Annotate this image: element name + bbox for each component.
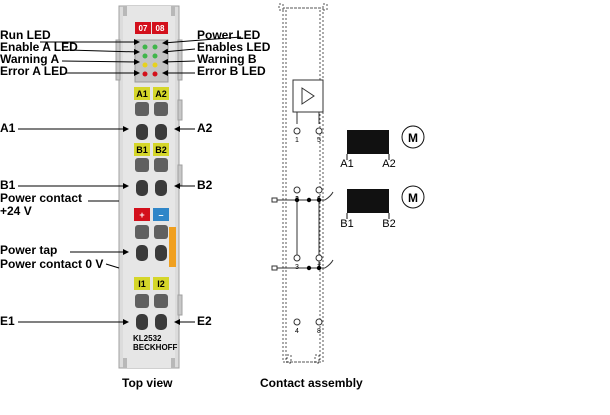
spring-release-tab	[135, 294, 149, 308]
contact-pin-number: 7	[317, 264, 321, 271]
contact-pin	[315, 127, 323, 135]
output-driver-symbol	[292, 79, 324, 113]
slot-i1-text: I1	[138, 279, 146, 289]
enables-led-label: Enables LED	[197, 40, 271, 54]
contact-pin	[293, 254, 301, 262]
coil-a	[347, 130, 389, 154]
contact-pin	[315, 318, 323, 326]
error-a-led-label: Error A LED	[0, 64, 68, 78]
contact-pin-number: 3	[295, 264, 299, 271]
slot-b1-tag	[134, 143, 150, 156]
coil-a1-label: A1	[340, 158, 353, 170]
a1-label: A1	[0, 121, 16, 135]
clamp-opening	[155, 180, 167, 196]
slot-plus-text: +	[139, 210, 144, 220]
motor-a-icon	[401, 125, 425, 149]
slot-a2-text: A2	[155, 89, 167, 99]
slot-b2-text: B2	[155, 145, 167, 155]
spring-release-tab	[135, 225, 149, 239]
led-tag-08	[152, 22, 168, 34]
clamp-opening	[155, 314, 167, 330]
contact-pin	[315, 186, 323, 194]
power-led-label: Power LED	[197, 28, 261, 42]
enable-a-led-label: Enable A LED	[0, 40, 78, 54]
contact-pin	[293, 318, 301, 326]
slot-minus-tag	[153, 208, 169, 221]
contact-pin-number: 6	[317, 196, 321, 203]
warning-b-label: Warning B	[197, 52, 257, 66]
contact-pin-number: 4	[295, 328, 299, 335]
leader-lines	[18, 36, 242, 325]
coil-a2-label: A2	[382, 158, 395, 170]
slot-i1-tag	[134, 277, 150, 290]
led-tag-07	[135, 22, 151, 34]
motor-b-label: M	[408, 191, 418, 205]
brand-label: BECKHOFF	[133, 343, 178, 352]
power-contact-label: Power contact	[0, 191, 83, 205]
slot-i2-tag	[153, 277, 169, 290]
top-view-caption: Top view	[122, 376, 173, 390]
contact-pin-number: 2	[295, 196, 299, 203]
error-b-led-label: Error B LED	[197, 64, 266, 78]
contact-pin-number: 8	[317, 328, 321, 335]
motor-a-label: M	[408, 131, 418, 145]
clamp-opening	[136, 180, 148, 196]
slot-i2-text: I2	[157, 279, 165, 289]
warning-a-label: Warning A	[0, 52, 60, 66]
spring-release-tab	[154, 225, 168, 239]
internal-wiring	[271, 112, 334, 271]
model-label: KL2532	[133, 334, 162, 343]
clamp-opening	[136, 314, 148, 330]
a2-label: A2	[197, 121, 213, 135]
run-led-label: Run LED	[0, 28, 51, 42]
clamp-opening	[136, 124, 148, 140]
slot-b2-tag	[153, 143, 169, 156]
spring-contacts	[135, 102, 168, 330]
b2-label: B2	[197, 178, 213, 192]
coil-b1-label: B1	[340, 218, 353, 230]
slot-b1-text: B1	[136, 145, 148, 155]
contact-assembly-outline	[278, 3, 328, 364]
spring-release-tab	[154, 158, 168, 172]
contact-pin	[293, 127, 301, 135]
contact-pin-number: 1	[295, 137, 299, 144]
spring-release-tab	[135, 158, 149, 172]
motor-b-icon	[401, 185, 425, 209]
side-orange-tab	[169, 227, 176, 267]
slot-a1-text: A1	[136, 89, 148, 99]
contact-assembly-caption: Contact assembly	[260, 376, 363, 390]
contact-pin	[293, 186, 301, 194]
contact-pin	[315, 254, 323, 262]
led-tag-08-text: 08	[156, 24, 165, 33]
power-contact-0v-label: Power contact 0 V	[0, 257, 104, 271]
plus-24v-label: +24 V	[0, 204, 32, 218]
slot-minus-text: –	[158, 210, 163, 220]
clamp-opening	[155, 245, 167, 261]
coil-b2-label: B2	[382, 218, 395, 230]
spring-release-tab	[135, 102, 149, 116]
e2-label: E2	[197, 314, 212, 328]
power-tap-label: Power tap	[0, 243, 58, 257]
slot-a1-tag	[134, 87, 150, 100]
spring-release-tab	[154, 102, 168, 116]
led-window	[134, 39, 169, 83]
coil-b	[347, 189, 389, 213]
e1-label: E1	[0, 314, 15, 328]
b1-label: B1	[0, 178, 16, 192]
wiring-junctions	[294, 197, 322, 271]
slot-a2-tag	[153, 87, 169, 100]
spring-release-tab	[154, 294, 168, 308]
contact-pin-number: 5	[317, 137, 321, 144]
contact-pins: 1 5 2 6 3 7 4 8	[293, 127, 323, 335]
slot-plus-tag	[134, 208, 150, 221]
clamp-opening	[155, 124, 167, 140]
clamp-opening	[136, 245, 148, 261]
led-tag-07-text: 07	[139, 24, 148, 33]
